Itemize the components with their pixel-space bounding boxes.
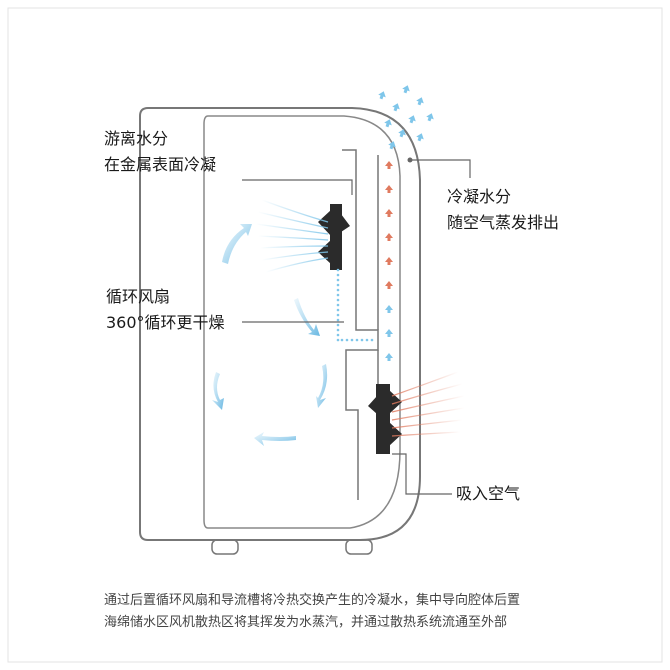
steam-arrows <box>378 85 434 150</box>
steam-arrow <box>402 85 410 94</box>
condensed-moisture-line2: 随空气蒸发排出 <box>447 213 560 232</box>
foot-right <box>345 539 373 555</box>
droplet-dot <box>355 338 359 342</box>
up-arrow-icon <box>385 257 393 265</box>
steam-arrow <box>408 115 416 124</box>
droplet-dot <box>336 338 340 342</box>
duct-channel <box>342 149 379 500</box>
condensed-moisture-line1: 冷凝水分 <box>447 187 512 206</box>
droplet-dot <box>336 323 340 327</box>
droplet-dot <box>336 303 340 307</box>
air-intake-line1: 吸入空气 <box>456 484 521 503</box>
circulation-fan-line2: 360°循环更干燥 <box>106 313 225 332</box>
rear-channel-arrows <box>385 161 393 361</box>
swirl-arrow-icon <box>212 224 328 446</box>
foot-left <box>211 539 239 555</box>
air-intake-label: 吸入空气 <box>456 481 520 507</box>
droplet-trail <box>336 268 374 342</box>
droplet-dot <box>365 338 369 342</box>
droplet-dot <box>336 308 340 312</box>
cool-airflow-streaks <box>255 199 329 273</box>
up-arrow-icon <box>385 305 393 313</box>
up-arrow-icon <box>398 129 406 138</box>
droplet-dot <box>350 338 354 342</box>
droplet-dot <box>370 338 374 342</box>
caption: 通过后置循环风扇和导流槽将冷热交换产生的冷凝水，集中导向腔体后置 海绵储水区风机… <box>104 590 574 634</box>
droplet-dot <box>336 288 340 292</box>
up-arrow-icon <box>378 91 386 100</box>
steam-arrow <box>426 113 434 122</box>
leader-lines <box>242 159 471 495</box>
circulation-fan-label: 循环风扇 360°循环更干燥 <box>106 284 225 336</box>
appliance-body <box>139 107 421 541</box>
steam-arrow <box>378 91 386 100</box>
frame-border <box>7 7 663 663</box>
steam-arrow <box>388 141 396 150</box>
droplet-dot <box>336 293 340 297</box>
droplet-dot <box>336 298 340 302</box>
droplet-dot <box>345 338 349 342</box>
up-arrow-icon <box>385 161 393 169</box>
up-arrow-icon <box>416 133 424 142</box>
circulation-fan-icon <box>318 204 350 270</box>
steam-arrow <box>416 133 424 142</box>
caption-line2: 海绵储水区风机散热区将其挥发为水蒸汽，并通过散热系统流通至外部 <box>104 615 508 630</box>
droplet-dot <box>336 328 340 332</box>
steam-arrow <box>392 103 400 112</box>
condensed-moisture-label: 冷凝水分 随空气蒸发排出 <box>447 184 559 236</box>
up-arrow-icon <box>416 97 424 106</box>
steam-arrow <box>398 129 406 138</box>
droplet-dot <box>336 333 340 337</box>
droplet-dot <box>336 313 340 317</box>
door-panel <box>203 115 401 529</box>
up-arrow-icon <box>385 329 393 337</box>
steam-arrow <box>384 119 392 128</box>
circulation-fan-line1: 循环风扇 <box>106 287 171 306</box>
droplet-dot <box>336 318 340 322</box>
up-arrow-icon <box>385 233 393 241</box>
up-arrow-icon <box>426 113 434 122</box>
up-arrow-icon <box>385 209 393 217</box>
up-arrow-icon <box>385 281 393 289</box>
droplet-dot <box>340 338 344 342</box>
caption-line1: 通过后置循环风扇和导流槽将冷热交换产生的冷凝水，集中导向腔体后置 <box>104 593 521 608</box>
free-moisture-line1: 游离水分 <box>104 129 169 148</box>
up-arrow-icon <box>384 119 392 128</box>
droplet-dot <box>336 283 340 287</box>
droplet-dot <box>336 268 340 272</box>
up-arrow-icon <box>385 353 393 361</box>
up-arrow-icon <box>408 115 416 124</box>
up-arrow-icon <box>402 85 410 94</box>
up-arrow-icon <box>392 103 400 112</box>
up-arrow-icon <box>388 141 396 150</box>
free-moisture-label: 游离水分 在金属表面冷凝 <box>104 126 216 178</box>
warm-airflow-streaks <box>391 371 465 445</box>
droplet-dot <box>336 273 340 277</box>
up-arrow-icon <box>385 185 393 193</box>
droplet-dot <box>360 338 364 342</box>
steam-arrow <box>416 97 424 106</box>
free-moisture-line2: 在金属表面冷凝 <box>104 155 217 174</box>
leader-dot <box>407 157 413 163</box>
droplet-dot <box>336 278 340 282</box>
